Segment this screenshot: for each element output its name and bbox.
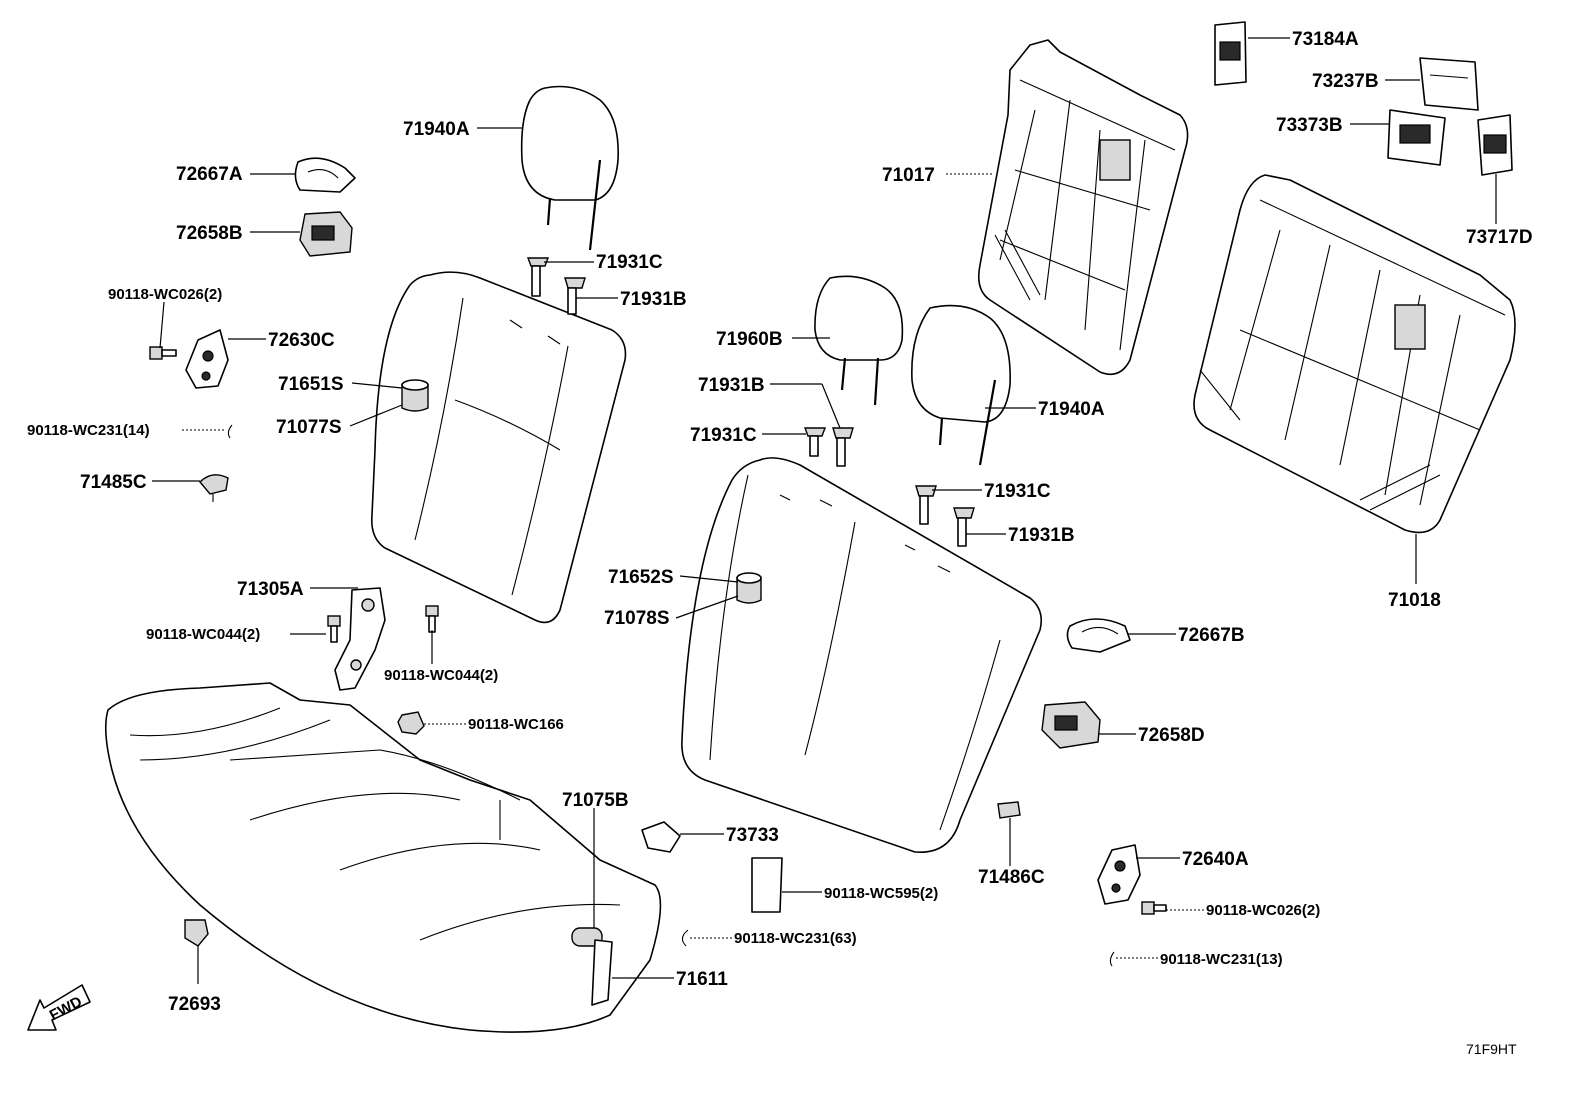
label-71940A-right: 71940A bbox=[1038, 399, 1105, 420]
hog-ring-90118-WC231-13[interactable] bbox=[1109, 951, 1115, 967]
label-72630C: 72630C bbox=[268, 330, 335, 351]
center-seatback[interactable] bbox=[681, 457, 1043, 853]
label-71931B-right: 71931B bbox=[1008, 525, 1075, 546]
label-72667A: 72667A bbox=[176, 164, 243, 185]
bracket-73733[interactable] bbox=[641, 821, 681, 853]
seat-cushion[interactable] bbox=[104, 682, 662, 1033]
hinge-71305A[interactable] bbox=[334, 587, 386, 691]
label-73373B: 73373B bbox=[1276, 115, 1343, 136]
label-90118-WC026-right: 90118-WC026(2) bbox=[1206, 902, 1320, 919]
bolt-90118-WC026-right[interactable] bbox=[1141, 901, 1167, 915]
lock-72658B[interactable] bbox=[299, 211, 353, 257]
nut-90118-WC166[interactable] bbox=[397, 711, 425, 735]
label-90118-WC231-13: 90118-WC231(13) bbox=[1160, 951, 1283, 968]
label-71651S: 71651S bbox=[278, 374, 344, 395]
bracket-72640A[interactable] bbox=[1097, 844, 1141, 905]
headrest-71960B[interactable] bbox=[814, 275, 904, 406]
label-90118-WC231-63: 90118-WC231(63) bbox=[734, 930, 857, 947]
label-71486C: 71486C bbox=[978, 867, 1045, 888]
label-71931B-top: 71931B bbox=[620, 289, 687, 310]
bezel-71652S[interactable] bbox=[736, 572, 762, 604]
clip-71485C[interactable] bbox=[199, 474, 229, 502]
label-90118-WC044-left: 90118-WC044(2) bbox=[146, 626, 260, 643]
seatback-frame-71018[interactable] bbox=[1193, 174, 1516, 534]
label-71960B: 71960B bbox=[716, 329, 783, 350]
label-73717D: 73717D bbox=[1466, 227, 1533, 248]
label-71305A: 71305A bbox=[237, 579, 304, 600]
label-71931C-right: 71931C bbox=[984, 481, 1051, 502]
cover-73237B[interactable] bbox=[1419, 57, 1479, 111]
label-90118-WC231-14: 90118-WC231(14) bbox=[27, 422, 150, 439]
label-90118-WC595: 90118-WC595(2) bbox=[824, 885, 938, 902]
label-73733: 73733 bbox=[726, 825, 779, 846]
label-90118-WC026-left: 90118-WC026(2) bbox=[108, 286, 222, 303]
guide-71931B-mid[interactable] bbox=[832, 427, 854, 467]
label-71075B: 71075B bbox=[562, 790, 629, 811]
guide-71931C-right[interactable] bbox=[915, 485, 937, 525]
label-72693: 72693 bbox=[168, 994, 221, 1015]
label-71931C-top: 71931C bbox=[596, 252, 663, 273]
headrest-71940A-left[interactable] bbox=[520, 85, 619, 251]
label-71078S: 71078S bbox=[604, 608, 670, 629]
label-73184A: 73184A bbox=[1292, 29, 1359, 50]
bezel-71651S[interactable] bbox=[401, 379, 429, 412]
label-71940A-left: 71940A bbox=[403, 119, 470, 140]
figure-code: 71F9HT bbox=[1466, 1041, 1517, 1057]
switch-73717D[interactable] bbox=[1477, 114, 1513, 176]
bolt-90118-WC044-a[interactable] bbox=[327, 615, 341, 643]
bracket-72630C[interactable] bbox=[185, 329, 229, 389]
headrest-71940A-right[interactable] bbox=[911, 304, 1011, 466]
cover-72667B[interactable] bbox=[1066, 618, 1131, 653]
lock-72658D[interactable] bbox=[1041, 701, 1101, 749]
cover-72667A[interactable] bbox=[294, 157, 356, 193]
guide-71931B-top[interactable] bbox=[564, 277, 586, 315]
leader-lines bbox=[152, 37, 1497, 984]
guide-71931B-right[interactable] bbox=[953, 507, 975, 547]
switch-73184A[interactable] bbox=[1214, 21, 1247, 86]
label-72667B: 72667B bbox=[1178, 625, 1245, 646]
label-73237B: 73237B bbox=[1312, 71, 1379, 92]
label-71611: 71611 bbox=[676, 969, 728, 990]
bezel-71075B[interactable] bbox=[571, 927, 613, 1006]
left-seatback[interactable] bbox=[370, 271, 627, 624]
pad-90118-WC595[interactable] bbox=[751, 857, 783, 913]
bolt-90118-WC026-left[interactable] bbox=[149, 346, 177, 360]
hog-ring-90118-WC231-63[interactable] bbox=[681, 929, 689, 947]
fwd-arrow: FWD bbox=[27, 984, 91, 1031]
label-72658B: 72658B bbox=[176, 223, 243, 244]
label-72658D: 72658D bbox=[1138, 725, 1205, 746]
guide-71931C-top[interactable] bbox=[526, 257, 550, 297]
callout-labels: 71940A 72667A 72658B 90118-WC026(2) 7263… bbox=[27, 29, 1533, 1057]
label-71931C-mid: 71931C bbox=[690, 425, 757, 446]
label-71485C: 71485C bbox=[80, 472, 147, 493]
label-71018: 71018 bbox=[1388, 590, 1441, 611]
label-90118-WC044-right: 90118-WC044(2) bbox=[384, 667, 498, 684]
label-72640A: 72640A bbox=[1182, 849, 1249, 870]
buckle-73373B[interactable] bbox=[1387, 109, 1446, 166]
bolt-90118-WC044-b[interactable] bbox=[425, 605, 439, 633]
hog-ring-90118-WC231-14[interactable] bbox=[227, 424, 233, 439]
seatback-frame-71017[interactable] bbox=[977, 39, 1189, 376]
label-71077S: 71077S bbox=[276, 417, 342, 438]
label-71652S: 71652S bbox=[608, 567, 674, 588]
clip-71486C[interactable] bbox=[997, 801, 1021, 819]
label-71017: 71017 bbox=[882, 165, 935, 186]
clip-72693[interactable] bbox=[184, 919, 209, 947]
guide-71931C-mid[interactable] bbox=[803, 427, 827, 457]
label-71931B-mid: 71931B bbox=[698, 375, 765, 396]
label-90118-WC166: 90118-WC166 bbox=[468, 716, 564, 733]
